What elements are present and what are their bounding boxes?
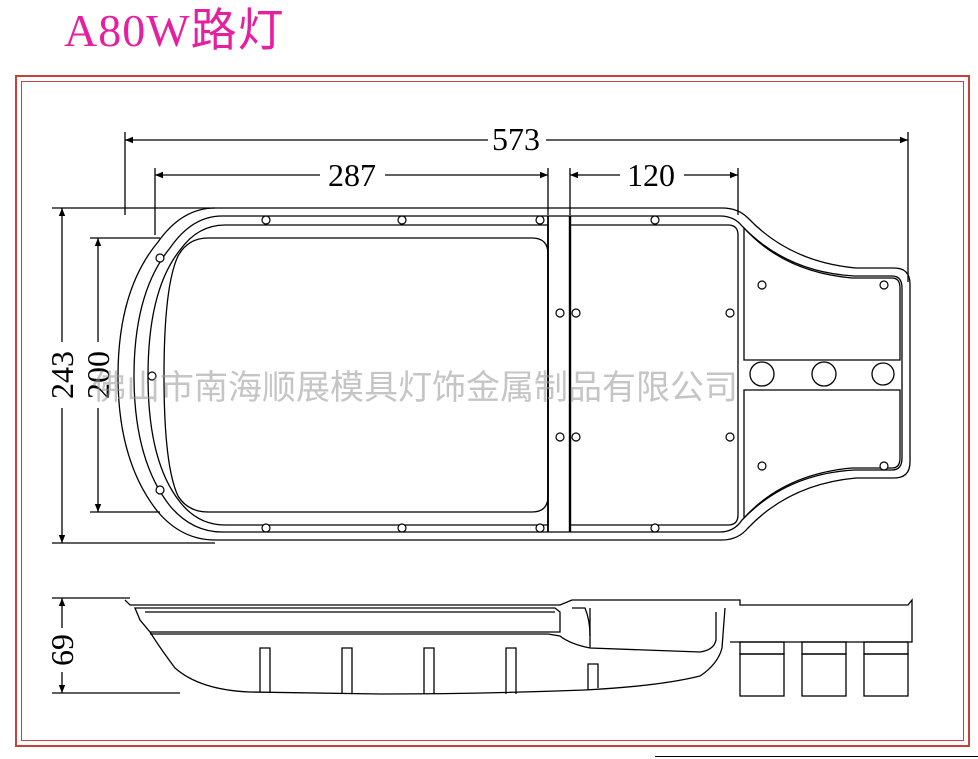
dim-housing-length-label: 287 [328, 157, 376, 193]
company-watermark: 佛山市南海顺展模具灯饰金属制品有限公司 [92, 368, 738, 408]
drawing-frame-inner [21, 81, 964, 741]
page-bottom-rule [655, 756, 978, 757]
dim-overall-length-label: 573 [492, 121, 540, 157]
side-view [52, 597, 913, 697]
dim-cover-length-label: 120 [627, 157, 675, 193]
dim-height-label: 69 [44, 634, 80, 666]
drawing-frame-outer [15, 75, 970, 747]
housing-outline [117, 207, 911, 541]
top-view [52, 132, 911, 544]
screw-holes [147, 215, 889, 533]
dim-window-width-label: 200 [80, 351, 116, 399]
page-title: A80W路灯 [64, 5, 285, 56]
dim-overall-width-label: 243 [44, 351, 80, 399]
